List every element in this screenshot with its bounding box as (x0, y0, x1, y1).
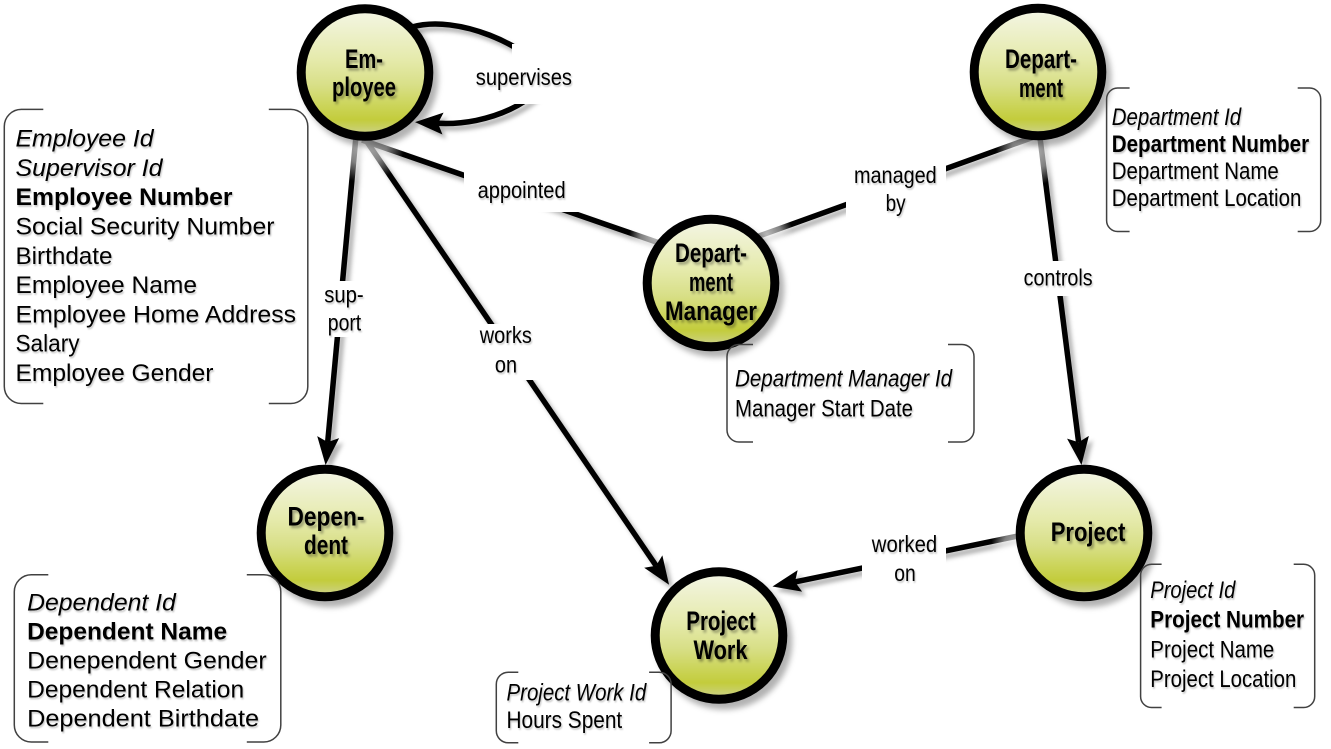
svg-text:Project Location: Project Location (1150, 666, 1296, 693)
svg-text:Dependent Id: Dependent Id (27, 590, 176, 617)
svg-text:managed: managed (854, 162, 937, 188)
svg-text:Manager: Manager (665, 296, 757, 326)
svg-text:worked: worked (871, 531, 937, 557)
svg-text:Supervisor Id: Supervisor Id (16, 155, 164, 182)
svg-text:Salary: Salary (16, 331, 80, 358)
svg-text:Employee Name: Employee Name (16, 272, 198, 299)
svg-text:Department Name: Department Name (1112, 158, 1279, 185)
svg-text:Depart-: Depart- (1005, 44, 1077, 74)
svg-text:Employee Home Address: Employee Home Address (16, 301, 297, 328)
svg-text:Depen-: Depen- (288, 502, 365, 532)
svg-text:Denependent Gender: Denependent Gender (27, 648, 267, 675)
svg-text:Dependent Name: Dependent Name (27, 619, 227, 646)
svg-text:Social Security Number: Social Security Number (16, 214, 275, 241)
svg-text:Employee Number: Employee Number (16, 184, 233, 211)
svg-text:by: by (886, 190, 906, 216)
svg-text:Work: Work (694, 635, 749, 665)
svg-text:Hours Spent: Hours Spent (507, 707, 623, 734)
svg-text:Depart-: Depart- (675, 238, 747, 268)
svg-text:Manager Start Date: Manager Start Date (735, 396, 913, 423)
svg-text:Em-: Em- (345, 44, 383, 74)
svg-text:Project Name: Project Name (1150, 637, 1274, 664)
svg-text:ployee: ployee (332, 72, 396, 102)
svg-text:Project Number: Project Number (1150, 607, 1304, 634)
svg-text:appointed: appointed (478, 177, 566, 203)
svg-text:Project Id: Project Id (1150, 577, 1236, 604)
svg-text:ment: ment (1019, 73, 1063, 103)
svg-text:controls: controls (1024, 265, 1093, 291)
svg-text:on: on (894, 560, 915, 586)
svg-text:Department Number: Department Number (1112, 131, 1309, 158)
svg-text:Project: Project (1051, 517, 1126, 547)
svg-text:ment: ment (689, 267, 733, 297)
svg-text:Department Id: Department Id (1112, 104, 1242, 131)
svg-text:Project: Project (686, 606, 755, 636)
svg-text:Birthdate: Birthdate (16, 243, 113, 270)
svg-text:Dependent Relation: Dependent Relation (27, 677, 244, 704)
svg-text:port: port (328, 310, 362, 336)
svg-text:Employee Gender: Employee Gender (16, 360, 214, 387)
svg-text:supervises: supervises (476, 64, 572, 90)
svg-text:Department Location: Department Location (1112, 185, 1302, 212)
svg-text:Employee Id: Employee Id (16, 126, 155, 153)
svg-text:on: on (495, 351, 517, 377)
svg-text:works: works (479, 322, 532, 348)
svg-text:Project Work Id: Project Work Id (507, 679, 647, 706)
svg-text:Dependent Birthdate: Dependent Birthdate (27, 706, 259, 733)
svg-text:dent: dent (304, 530, 348, 560)
svg-text:Department Manager Id: Department Manager Id (735, 366, 953, 393)
svg-text:sup-: sup- (324, 282, 364, 308)
